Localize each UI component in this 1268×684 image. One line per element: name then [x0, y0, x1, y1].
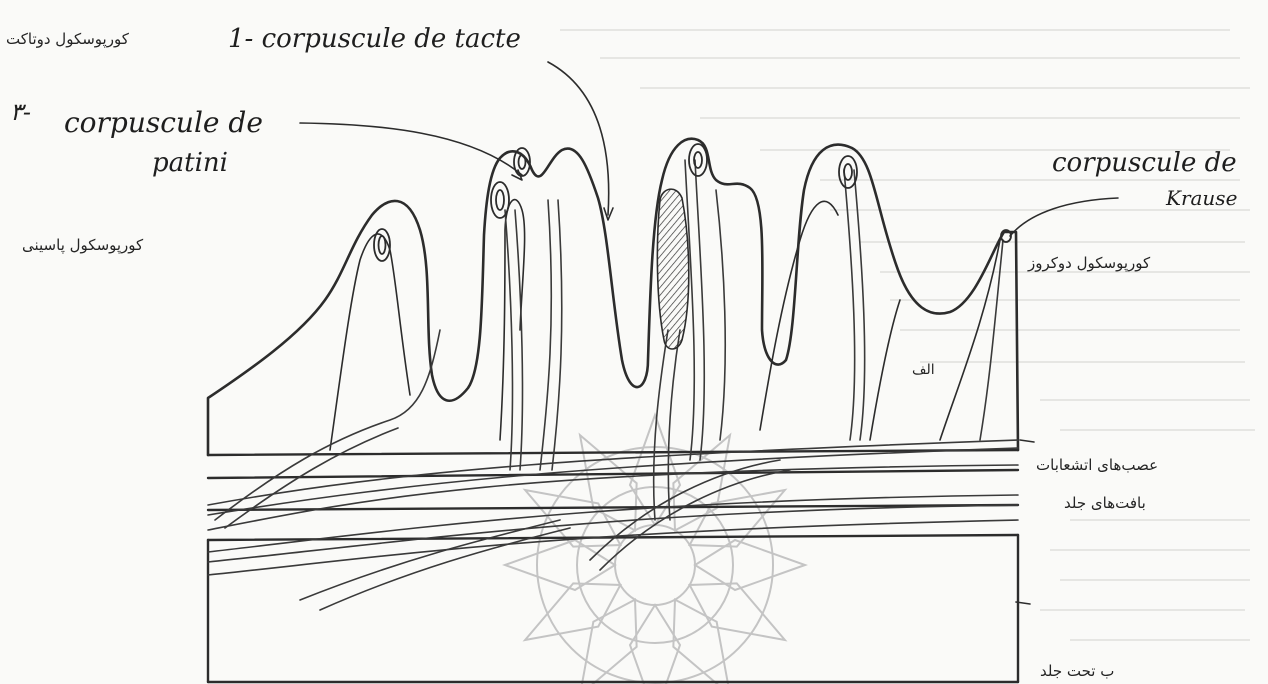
- nerve-fibers: [208, 160, 1018, 610]
- krause-label-ar: کورپوسکول دوکروز: [1028, 254, 1150, 272]
- tactile-corpuscles: [374, 144, 1011, 261]
- epidermis-outline: [208, 139, 1018, 455]
- bottom-label-ar: ب‌ تحت جلد: [1040, 662, 1114, 680]
- tactile-label: 1- corpuscule de tacte: [228, 24, 521, 54]
- pacini-label-ar: کورپوسکول پاسینی: [22, 236, 143, 254]
- leader-lines: [300, 62, 1118, 604]
- pacini-label-line2: patini: [152, 148, 228, 178]
- hatched-corpuscle: [657, 189, 688, 349]
- tactile-label-ar: کورپوسکول دوتاکت: [6, 30, 129, 48]
- nerves-label-line2: بافت‌های جلد: [1064, 494, 1146, 512]
- krause-label-line1: corpuscule de: [1052, 148, 1237, 178]
- alif-label: الف: [912, 362, 935, 378]
- pacini-number: ۳-: [10, 98, 31, 126]
- nerves-label-line1: عصب‌های اتشعابات: [1036, 456, 1158, 474]
- pacini-label-line1: corpuscule de: [64, 106, 263, 139]
- watermark-rosette: [505, 415, 805, 684]
- krause-label-line2: Krause: [1166, 186, 1237, 210]
